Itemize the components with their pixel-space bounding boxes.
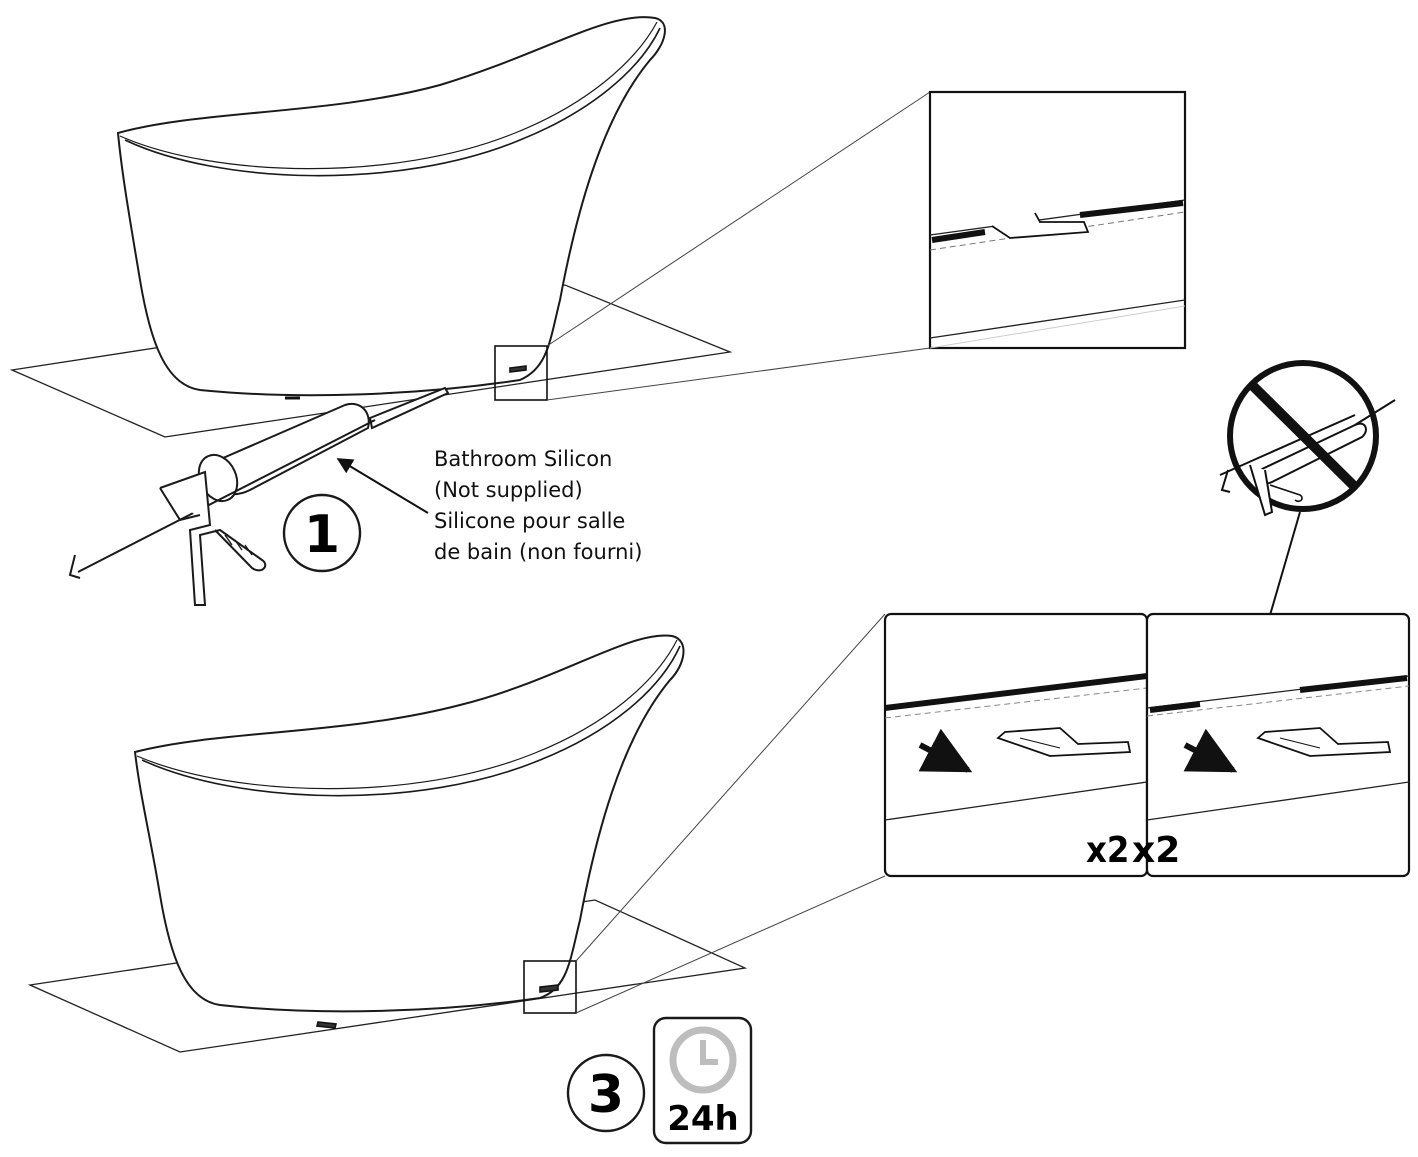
silicon-label-line-1: Bathroom Silicon (434, 447, 613, 471)
detail-panel-top (928, 90, 1187, 350)
bathtub-bottom (133, 634, 685, 1013)
step-1-number: 1 (304, 505, 340, 565)
step-3-number: 3 (588, 1065, 624, 1125)
clock-icon (669, 1026, 737, 1094)
bathtub-icon (116, 16, 666, 397)
foot-detail-bottom (316, 960, 577, 1029)
no-silicone-icon (1219, 360, 1396, 517)
step-3-badge: 3 (566, 1053, 646, 1133)
cure-time-label: 24h (667, 1099, 739, 1139)
silicon-label-line-4: de bain (non fourni) (434, 540, 643, 564)
cure-time-badge: 24h (652, 1016, 753, 1145)
silicon-pointer-arrow (336, 458, 429, 514)
multiplier-right: x2 (1132, 830, 1180, 871)
silicon-label: Bathroom Silicon (Not supplied) Silicone… (434, 444, 694, 568)
step-1-badge: 1 (282, 493, 362, 573)
silicon-label-line-2: (Not supplied) (434, 478, 583, 502)
foot-detail-top (285, 345, 548, 401)
detail-panel-bottom-left (883, 612, 1149, 878)
silicon-label-line-3: Silicone pour salle (434, 509, 626, 533)
multiplier-left: x2 (1086, 830, 1129, 871)
zoom-lines-top (546, 91, 931, 401)
zoom-lines-bottom (575, 613, 886, 1014)
silicone-gun-icon (68, 386, 450, 606)
detail-panel-bottom-right (1145, 612, 1411, 878)
